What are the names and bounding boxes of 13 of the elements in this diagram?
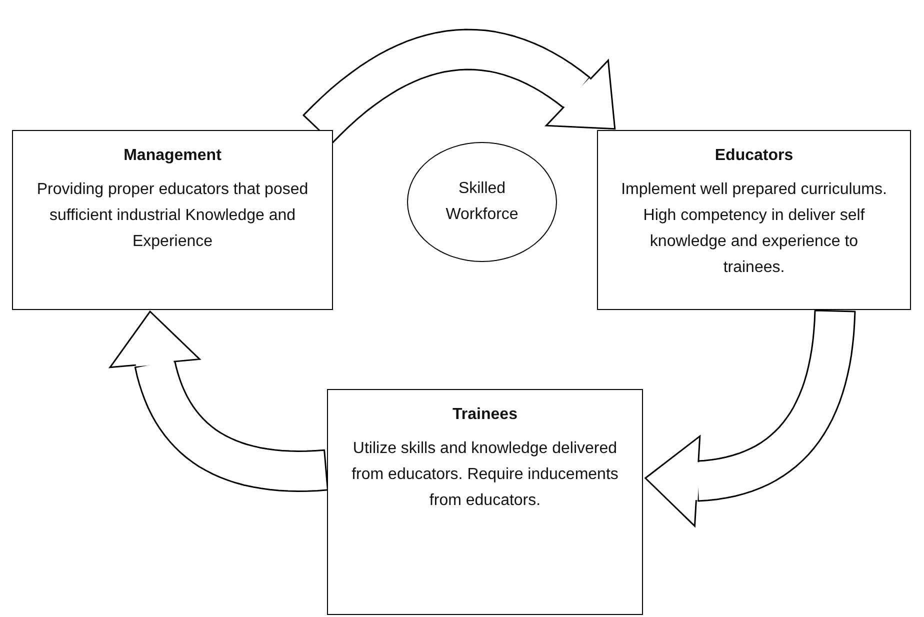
box-heading: Educators	[714, 146, 794, 166]
box-heading: Management	[124, 146, 222, 166]
text-box	[327, 389, 643, 615]
box-text: Utilize skills and knowledge delivered from educators. Require inducements from educators.	[350, 439, 620, 511]
text-box	[597, 130, 911, 310]
box-heading: Trainees	[452, 405, 518, 425]
curved-block-arrow	[302, 28, 616, 144]
curved-block-arrow	[644, 310, 856, 528]
text-box	[12, 130, 333, 310]
box-text: Implement well prepared curriculums. High competency in deliver self knowledge and experience to trainees.	[620, 180, 888, 278]
box-text: Providing proper educators that posed sufficient industrial Knowledge and Experience	[36, 180, 310, 252]
curved-block-arrow	[108, 310, 328, 492]
box-text: Skilled Workforce	[446, 179, 518, 225]
